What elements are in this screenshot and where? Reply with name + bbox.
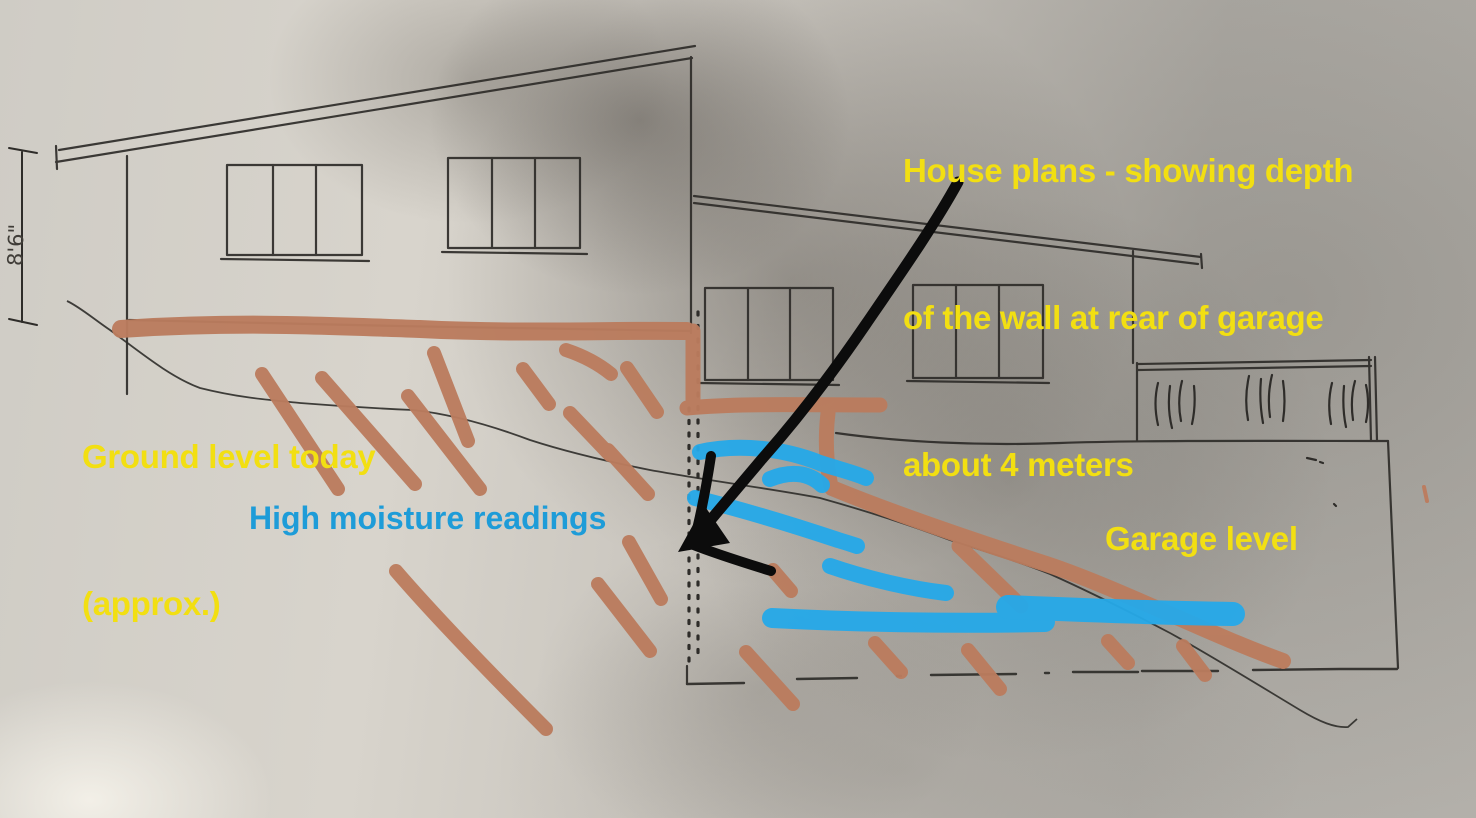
ground-level-label: Ground level today (approx.)	[82, 438, 376, 622]
garage-top-line	[834, 431, 1390, 446]
paper-specks	[1305, 456, 1338, 508]
title-line-2: of the wall at rear of garage	[903, 299, 1324, 336]
window-mid-right	[905, 283, 1051, 385]
garage-floor-dashes	[685, 667, 1399, 686]
blue-moisture-marker-strokes	[687, 439, 1245, 633]
arrow-shaft	[689, 176, 964, 545]
moisture-label: High moisture readings	[249, 500, 607, 536]
roof-upper-line	[57, 44, 697, 152]
garage-slope-stroke	[824, 480, 1291, 669]
garage-level-label: Garage level	[1105, 520, 1298, 557]
title-line-1: House plans - showing depth	[903, 152, 1354, 189]
title-annotation: House plans - showing depth of the wall …	[903, 48, 1354, 587]
height-dimension-marker	[8, 147, 38, 326]
natural-ground-line	[66, 300, 1358, 728]
window-upper-right	[440, 156, 589, 256]
garage-right-wall	[1386, 439, 1400, 670]
arrow-head	[678, 505, 730, 552]
window-mid-left	[697, 286, 841, 387]
black-arrow	[678, 176, 964, 576]
window-upper-left	[219, 163, 371, 263]
height-dimension-label: 8'6"	[3, 223, 29, 267]
ground-level-stroke	[112, 315, 696, 341]
title-line-3: about 4 meters	[903, 446, 1134, 483]
mid-roof-line	[692, 194, 1203, 259]
garage-vent-marks	[1154, 373, 1370, 430]
soil-hatch-strokes	[255, 343, 1212, 736]
